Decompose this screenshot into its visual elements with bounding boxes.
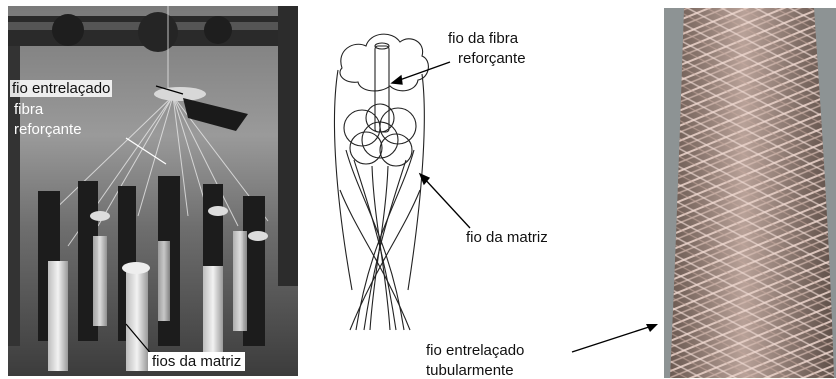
label-reinforcing-fiber-2: reforçante bbox=[14, 121, 82, 138]
label-fiber-yarn-2: reforçante bbox=[458, 50, 526, 67]
label-braided-yarn: fio entrelaçado bbox=[10, 80, 112, 97]
arrow-matrix bbox=[422, 176, 470, 228]
label-matrix-yarn: fio da matriz bbox=[466, 229, 548, 246]
braided-yarn-illustration bbox=[664, 8, 836, 378]
label-tubular-braid-2: tubularmente bbox=[426, 362, 514, 379]
braided-yarn-photo bbox=[664, 8, 836, 378]
label-tubular-braid-1: fio entrelaçado bbox=[426, 342, 524, 359]
braiding-machine-illustration bbox=[8, 6, 298, 376]
label-matrix-yarns: fios da matriz bbox=[148, 352, 245, 371]
arrow-to-braid-sample bbox=[570, 318, 662, 358]
label-fiber-yarn-1: fio da fibra bbox=[448, 30, 518, 47]
braiding-machine-photo bbox=[8, 6, 298, 376]
label-reinforcing-fiber-1: fibra bbox=[14, 101, 43, 118]
